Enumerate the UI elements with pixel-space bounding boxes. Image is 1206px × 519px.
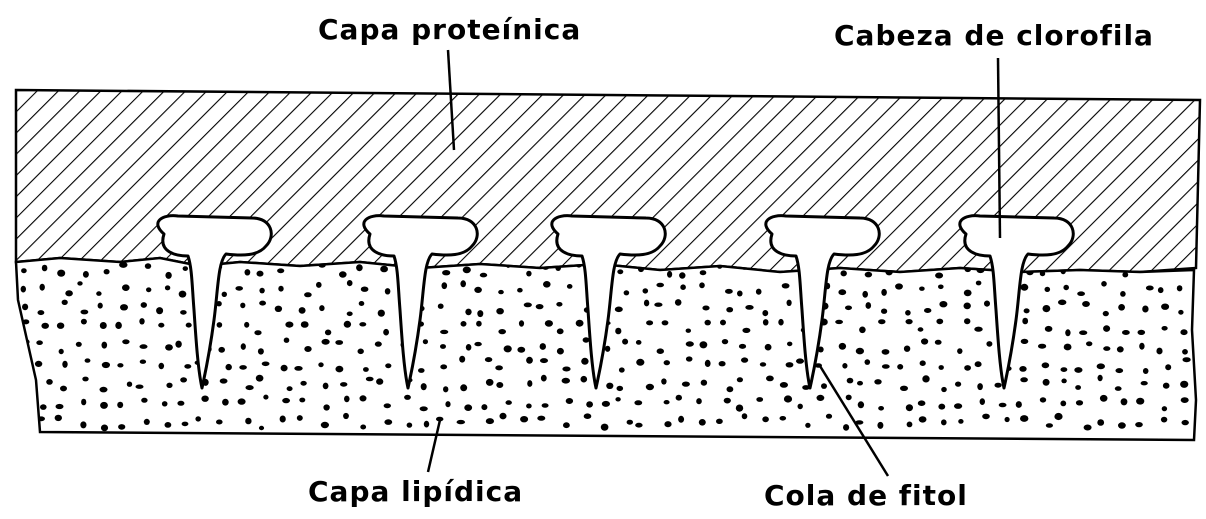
label-lipid-layer: Capa lipídica xyxy=(308,478,523,506)
label-chlorophyll-head: Cabeza de clorofila xyxy=(834,22,1154,50)
label-phytol-tail: Cola de fitol xyxy=(764,482,968,510)
label-protein-layer: Capa proteínica xyxy=(318,16,581,44)
